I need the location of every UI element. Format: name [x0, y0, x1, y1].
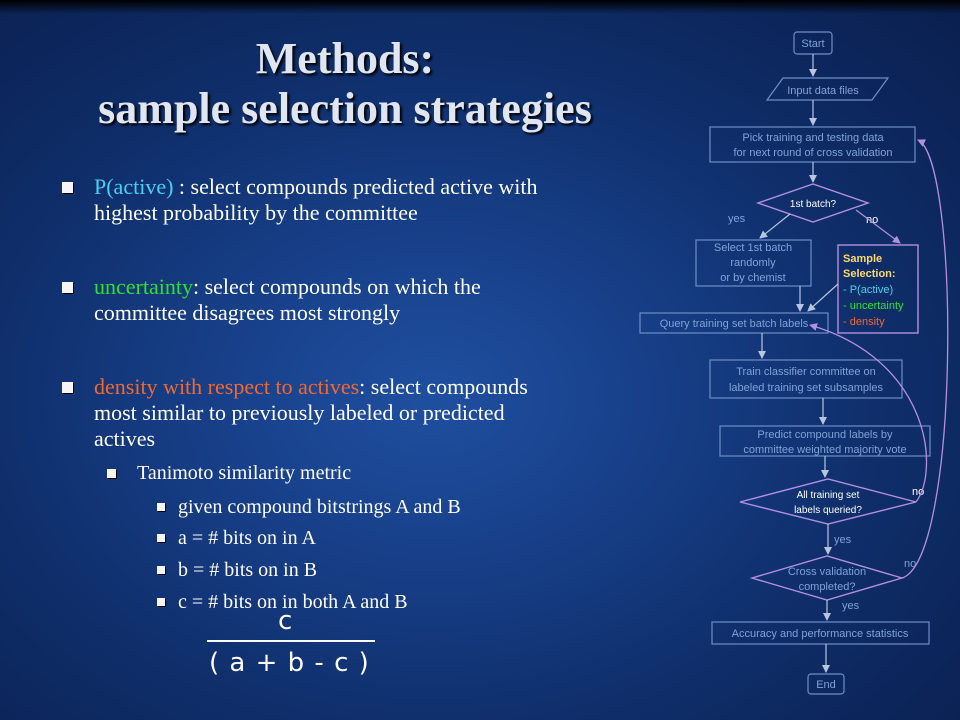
flow-arrow [855, 209, 901, 244]
flow-sample-item-p-active: - P(active) [843, 284, 893, 296]
flow-train-label-1: Train classifier committee on [736, 366, 876, 378]
flow-select-label-1: Select 1st batch [714, 242, 792, 254]
subsub-bullet-square-icon [157, 566, 165, 574]
flow-loop-arrow [901, 139, 949, 579]
formula-numerator: c [278, 606, 293, 636]
flow-input-box [765, 77, 890, 101]
flow-accuracy-box [711, 621, 930, 645]
flow-yes-1: yes [728, 213, 746, 225]
p-active-text-2: highest probability by the committee [94, 200, 418, 225]
flow-predict-label-2: committee weighted majority vote [743, 444, 906, 456]
bullet-square-icon [62, 382, 73, 393]
subsub-bullet-1: given compound bitstrings A and B [178, 496, 461, 518]
flow-all-queried-label-1: All training set [797, 490, 860, 501]
sub-bullet-tanimoto: Tanimoto similarity metric [137, 462, 352, 484]
flow-sample-selection-box [837, 244, 919, 334]
flow-no-2: no [912, 486, 924, 498]
subsub-bullet-square-icon [157, 534, 165, 542]
bullet-p-active: P(active) : select compounds predicted a… [94, 174, 654, 226]
density-text-2: most similar to previously labeled or pr… [94, 400, 505, 425]
flow-cv-diamond [749, 555, 905, 601]
flow-sample-item-density: - density [843, 316, 885, 328]
flow-no-1: no [866, 214, 878, 226]
flow-start-label: Start [801, 38, 824, 50]
uncertainty-label: uncertainty [94, 274, 193, 299]
subsub-bullet-square-icon [157, 598, 165, 606]
uncertainty-text-2: committee disagrees most strongly [94, 300, 401, 325]
flow-input-label: Input data files [787, 85, 859, 97]
density-text: : select compounds [359, 374, 528, 399]
flow-end-label: End [816, 679, 836, 691]
flow-arrow [807, 283, 839, 312]
formula-denominator: ( a + b - c ) [209, 648, 370, 678]
uncertainty-text: : select compounds on which the [192, 274, 481, 299]
flow-sample-title-1: Sample [843, 253, 882, 265]
flow-train-label-2: labeled training set subsamples [729, 382, 884, 394]
flow-pick-label-2: for next round of cross validation [734, 147, 893, 159]
title-line-1: Methods: [255, 34, 435, 83]
flow-accuracy-label: Accuracy and performance statistics [732, 628, 909, 640]
top-shadow-band [0, 0, 960, 14]
flow-cv-label-1: Cross validation [788, 566, 866, 578]
flow-cv-label-2: completed? [799, 581, 856, 593]
sub-bullet-square-icon [107, 469, 116, 478]
flow-no-3: no [904, 558, 916, 570]
flow-select-label-3: or by chemist [720, 272, 785, 284]
flow-sample-item-uncertainty: - uncertainty [843, 300, 904, 312]
subsub-bullet-3: b = # bits on in B [178, 559, 318, 581]
flow-end-box [807, 673, 845, 695]
flow-train-box [709, 359, 903, 399]
flow-predict-label-1: Predict compound labels by [757, 429, 893, 441]
flow-pick-label-1: Pick training and testing data [742, 132, 884, 144]
flow-query-box [639, 312, 829, 334]
flow-all-queried-label-2: labels queried? [794, 505, 862, 516]
flow-first-batch-diamond [755, 183, 871, 223]
p-active-text: : select compounds predicted active with [173, 174, 538, 199]
flow-query-label: Query training set batch labels [660, 318, 809, 330]
flow-all-queried-diamond [739, 478, 917, 525]
subsub-bullet-square-icon [157, 503, 165, 511]
bullet-uncertainty: uncertainty: select compounds on which t… [94, 274, 654, 326]
flow-yes-2: yes [834, 534, 852, 546]
subsub-bullet-4: c = # bits on in both A and B [178, 591, 408, 613]
flow-sample-title-2: Selection: [843, 268, 896, 280]
flow-select-label-2: randomly [730, 257, 776, 269]
flow-select-box [695, 239, 812, 287]
bullet-square-icon [62, 282, 73, 293]
p-active-label: P(active) [94, 174, 174, 199]
bullet-square-icon [62, 182, 73, 193]
flow-yes-3: yes [842, 600, 860, 612]
flow-loop-arrow [809, 323, 928, 503]
title-line-2: sample selection strategies [98, 84, 592, 133]
density-label: density with respect to actives [94, 374, 360, 399]
density-text-3: actives [94, 426, 156, 451]
subsub-bullet-2: a = # bits on in A [178, 527, 316, 549]
formula-fraction-line [207, 640, 375, 642]
slide-title: Methods: sample selection strategies [0, 34, 690, 134]
bullet-density: density with respect to actives: select … [94, 374, 654, 452]
flow-arrow [759, 213, 791, 239]
flow-first-batch-label: 1st batch? [790, 199, 837, 210]
